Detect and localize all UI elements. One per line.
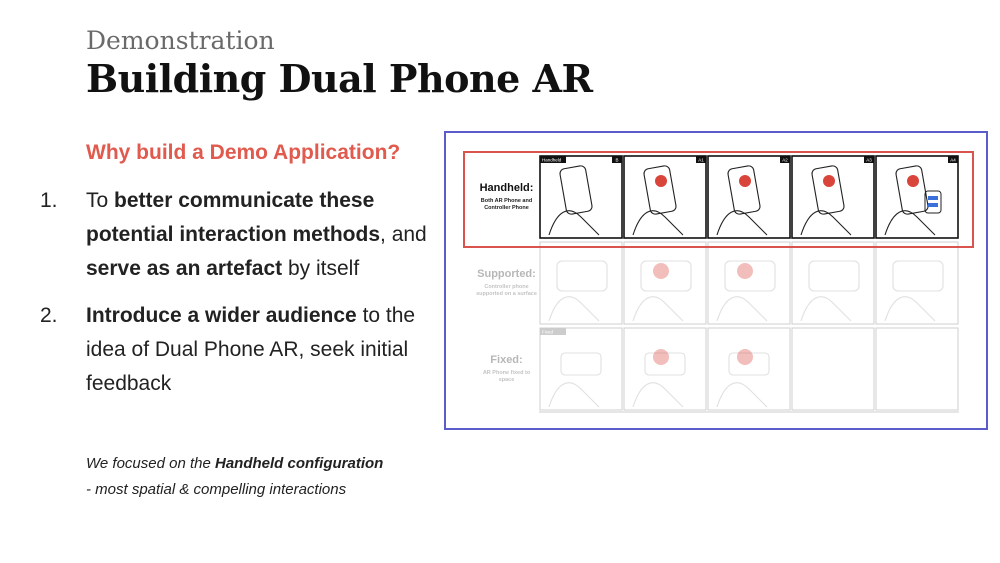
row-sublabel: AR Phone fixed to <box>483 370 531 376</box>
reason-item: 2. Introduce a wider audience to the idea… <box>40 299 440 401</box>
hand-sketch <box>800 296 852 322</box>
hand-sketch <box>716 210 768 236</box>
row-sublabel: supported on a surface <box>476 291 537 297</box>
figure-cell <box>623 155 707 239</box>
figure-cell <box>791 155 875 239</box>
target-dot <box>653 349 669 365</box>
reason-number: 2. <box>40 304 58 327</box>
reason-text: by itself <box>282 257 360 280</box>
hand-sketch <box>716 296 768 322</box>
phone-sketch <box>644 352 686 376</box>
hand-sketch <box>548 382 600 408</box>
hand-sketch <box>548 210 600 236</box>
slide-title: Building Dual Phone AR <box>86 56 593 101</box>
figure-cell <box>791 327 875 411</box>
cell-tag-bg <box>540 156 566 163</box>
section-kicker: Demonstration <box>86 26 275 55</box>
figure-cell <box>707 241 791 325</box>
phone-sketch <box>727 165 761 215</box>
cell-id: A2 <box>782 158 788 163</box>
target-dot <box>737 263 753 279</box>
hand-sketch <box>632 382 684 408</box>
controller-button <box>928 203 938 207</box>
reason-text: , and <box>380 223 427 246</box>
figure-cell <box>539 155 623 239</box>
section-question: Why build a Demo Application? <box>86 141 401 164</box>
cell-id-bg <box>864 156 874 163</box>
hand-sketch <box>800 210 852 236</box>
figure-cell <box>539 327 623 411</box>
phone-sketch <box>811 165 845 215</box>
hand-sketch <box>884 210 936 236</box>
row-label: Handheld: <box>480 182 534 194</box>
note-suffix: - most spatial & compelling interactions <box>86 481 347 498</box>
note-emphasis: Handheld configuration <box>214 455 384 472</box>
row-label: Fixed: <box>490 354 522 366</box>
reason-number: 1. <box>40 189 58 212</box>
figure-cell <box>707 155 791 239</box>
target-dot <box>653 263 669 279</box>
cell-tag: Fixed <box>542 330 554 335</box>
hand-sketch <box>548 296 600 322</box>
figure-cell <box>707 327 791 411</box>
figure-cell <box>623 327 707 411</box>
phone-sketch <box>559 165 593 215</box>
phone-sketch <box>724 260 776 292</box>
hand-sketch <box>884 296 936 322</box>
figure-cell <box>791 241 875 325</box>
handheld-row-highlight <box>463 151 974 248</box>
cell-tag-bg <box>540 328 566 335</box>
phone-sketch <box>808 260 860 292</box>
target-dot <box>655 175 667 187</box>
figure-frame <box>444 131 988 430</box>
focus-note: We focused on the Handheld configuration… <box>86 451 383 503</box>
phone-sketch <box>560 352 602 376</box>
cell-id: A4 <box>950 158 956 163</box>
reason-text: to the idea of Dual Phone AR, seek initi… <box>86 304 416 395</box>
figure-cell <box>875 327 959 411</box>
figure-cell <box>875 241 959 325</box>
figure-cell <box>623 241 707 325</box>
controller-button <box>928 196 938 200</box>
reason-emphasis: better communicate these potential inter… <box>86 189 381 246</box>
reason-emphasis: serve as an artefact <box>86 257 283 280</box>
row-label: Supported: <box>477 268 536 280</box>
cell-id-bg <box>948 156 958 163</box>
reason-item: 1. To better communicate these potential … <box>40 184 440 286</box>
cell-id: B <box>615 158 618 163</box>
controller-phone-sketch <box>924 190 942 214</box>
phone-sketch <box>643 165 677 215</box>
cell-id: A3 <box>866 158 872 163</box>
phone-sketch <box>556 260 608 292</box>
target-dot <box>907 175 919 187</box>
cell-id-bg <box>696 156 706 163</box>
target-dot <box>823 175 835 187</box>
reasons-list: 1. To better communicate these potential … <box>40 184 440 401</box>
hand-sketch <box>716 382 768 408</box>
note-prefix: We focused on the <box>86 455 215 472</box>
phone-sketch <box>895 165 929 215</box>
cell-id-bg <box>780 156 790 163</box>
cell-id-bg <box>612 156 622 163</box>
reason-emphasis: Introduce a wider audience <box>86 304 357 327</box>
cell-tag: Handheld <box>542 158 562 163</box>
row-sublabel: Controller phone <box>484 284 528 290</box>
row-sublabel: space <box>499 377 515 383</box>
reason-text: To <box>86 189 115 212</box>
phone-sketch <box>640 260 692 292</box>
target-dot <box>739 175 751 187</box>
row-sublabel: Both AR Phone and <box>481 198 532 204</box>
phone-sketch <box>892 260 944 292</box>
row-sublabel: Controller Phone <box>484 205 529 211</box>
cell-id: A1 <box>698 158 704 163</box>
figure-cell <box>539 241 623 325</box>
hand-sketch <box>632 296 684 322</box>
phone-sketch <box>728 352 770 376</box>
figure-cell <box>875 155 959 239</box>
hand-sketch <box>632 210 684 236</box>
target-dot <box>737 349 753 365</box>
